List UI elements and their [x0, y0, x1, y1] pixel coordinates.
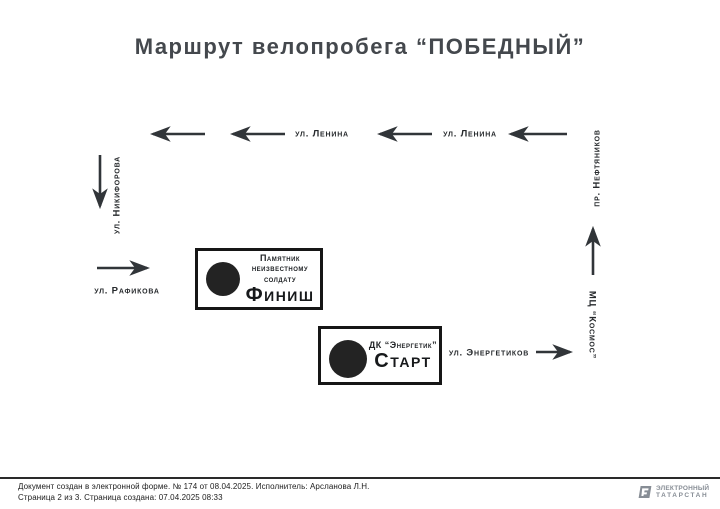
start-label: Старт	[374, 350, 432, 373]
footer-line-2: Страница 2 из 3. Страница создана: 07.04…	[18, 492, 223, 502]
street-label-lenina-2: ул. Ленина	[443, 128, 497, 140]
start-point-dot	[329, 339, 367, 378]
page-title: Маршрут велопробега “ПОБЕДНЫЙ”	[134, 34, 586, 59]
finish-caption-line1: Памятник	[259, 252, 301, 263]
electronic-tatarstan-logo-icon	[638, 486, 652, 498]
footer-metadata: Документ создан в электронной форме. № 1…	[18, 482, 369, 503]
start-box: ДК “Энергетик” Старт	[318, 326, 442, 385]
finish-caption-line3: солдату	[263, 273, 297, 284]
finish-point-dot	[206, 262, 240, 296]
street-label-nikiforova: ул. Никифорова	[111, 156, 123, 234]
street-label-energetikov: ул. Энергетиков	[448, 347, 530, 359]
street-label-lenina-1: ул. Ленина	[295, 128, 349, 140]
street-label-rafikova: ул. Рафикова	[94, 285, 160, 297]
footer-divider	[0, 477, 720, 479]
logo-text-line2: ТАТАРСТАН	[656, 492, 709, 499]
finish-box: Памятник неизвестному солдату Финиш	[195, 248, 323, 310]
logo-text-line1: ЭЛЕКТРОННЫЙ	[656, 484, 710, 492]
finish-caption-line2: неизвестному	[251, 263, 309, 274]
street-label-neftyanikov: пр. Нефтяников	[591, 129, 603, 207]
start-caption-line1: ДК “Энергетик”	[368, 339, 438, 350]
finish-label: Финиш	[245, 284, 315, 307]
footer-line-1: Документ создан в электронной форме. № 1…	[18, 482, 370, 491]
electronic-tatarstan-logo: ЭЛЕКТРОННЫЙ ТАТАРСТАН	[637, 484, 709, 500]
street-label-kosmos: МЦ “Космос”	[586, 290, 598, 360]
